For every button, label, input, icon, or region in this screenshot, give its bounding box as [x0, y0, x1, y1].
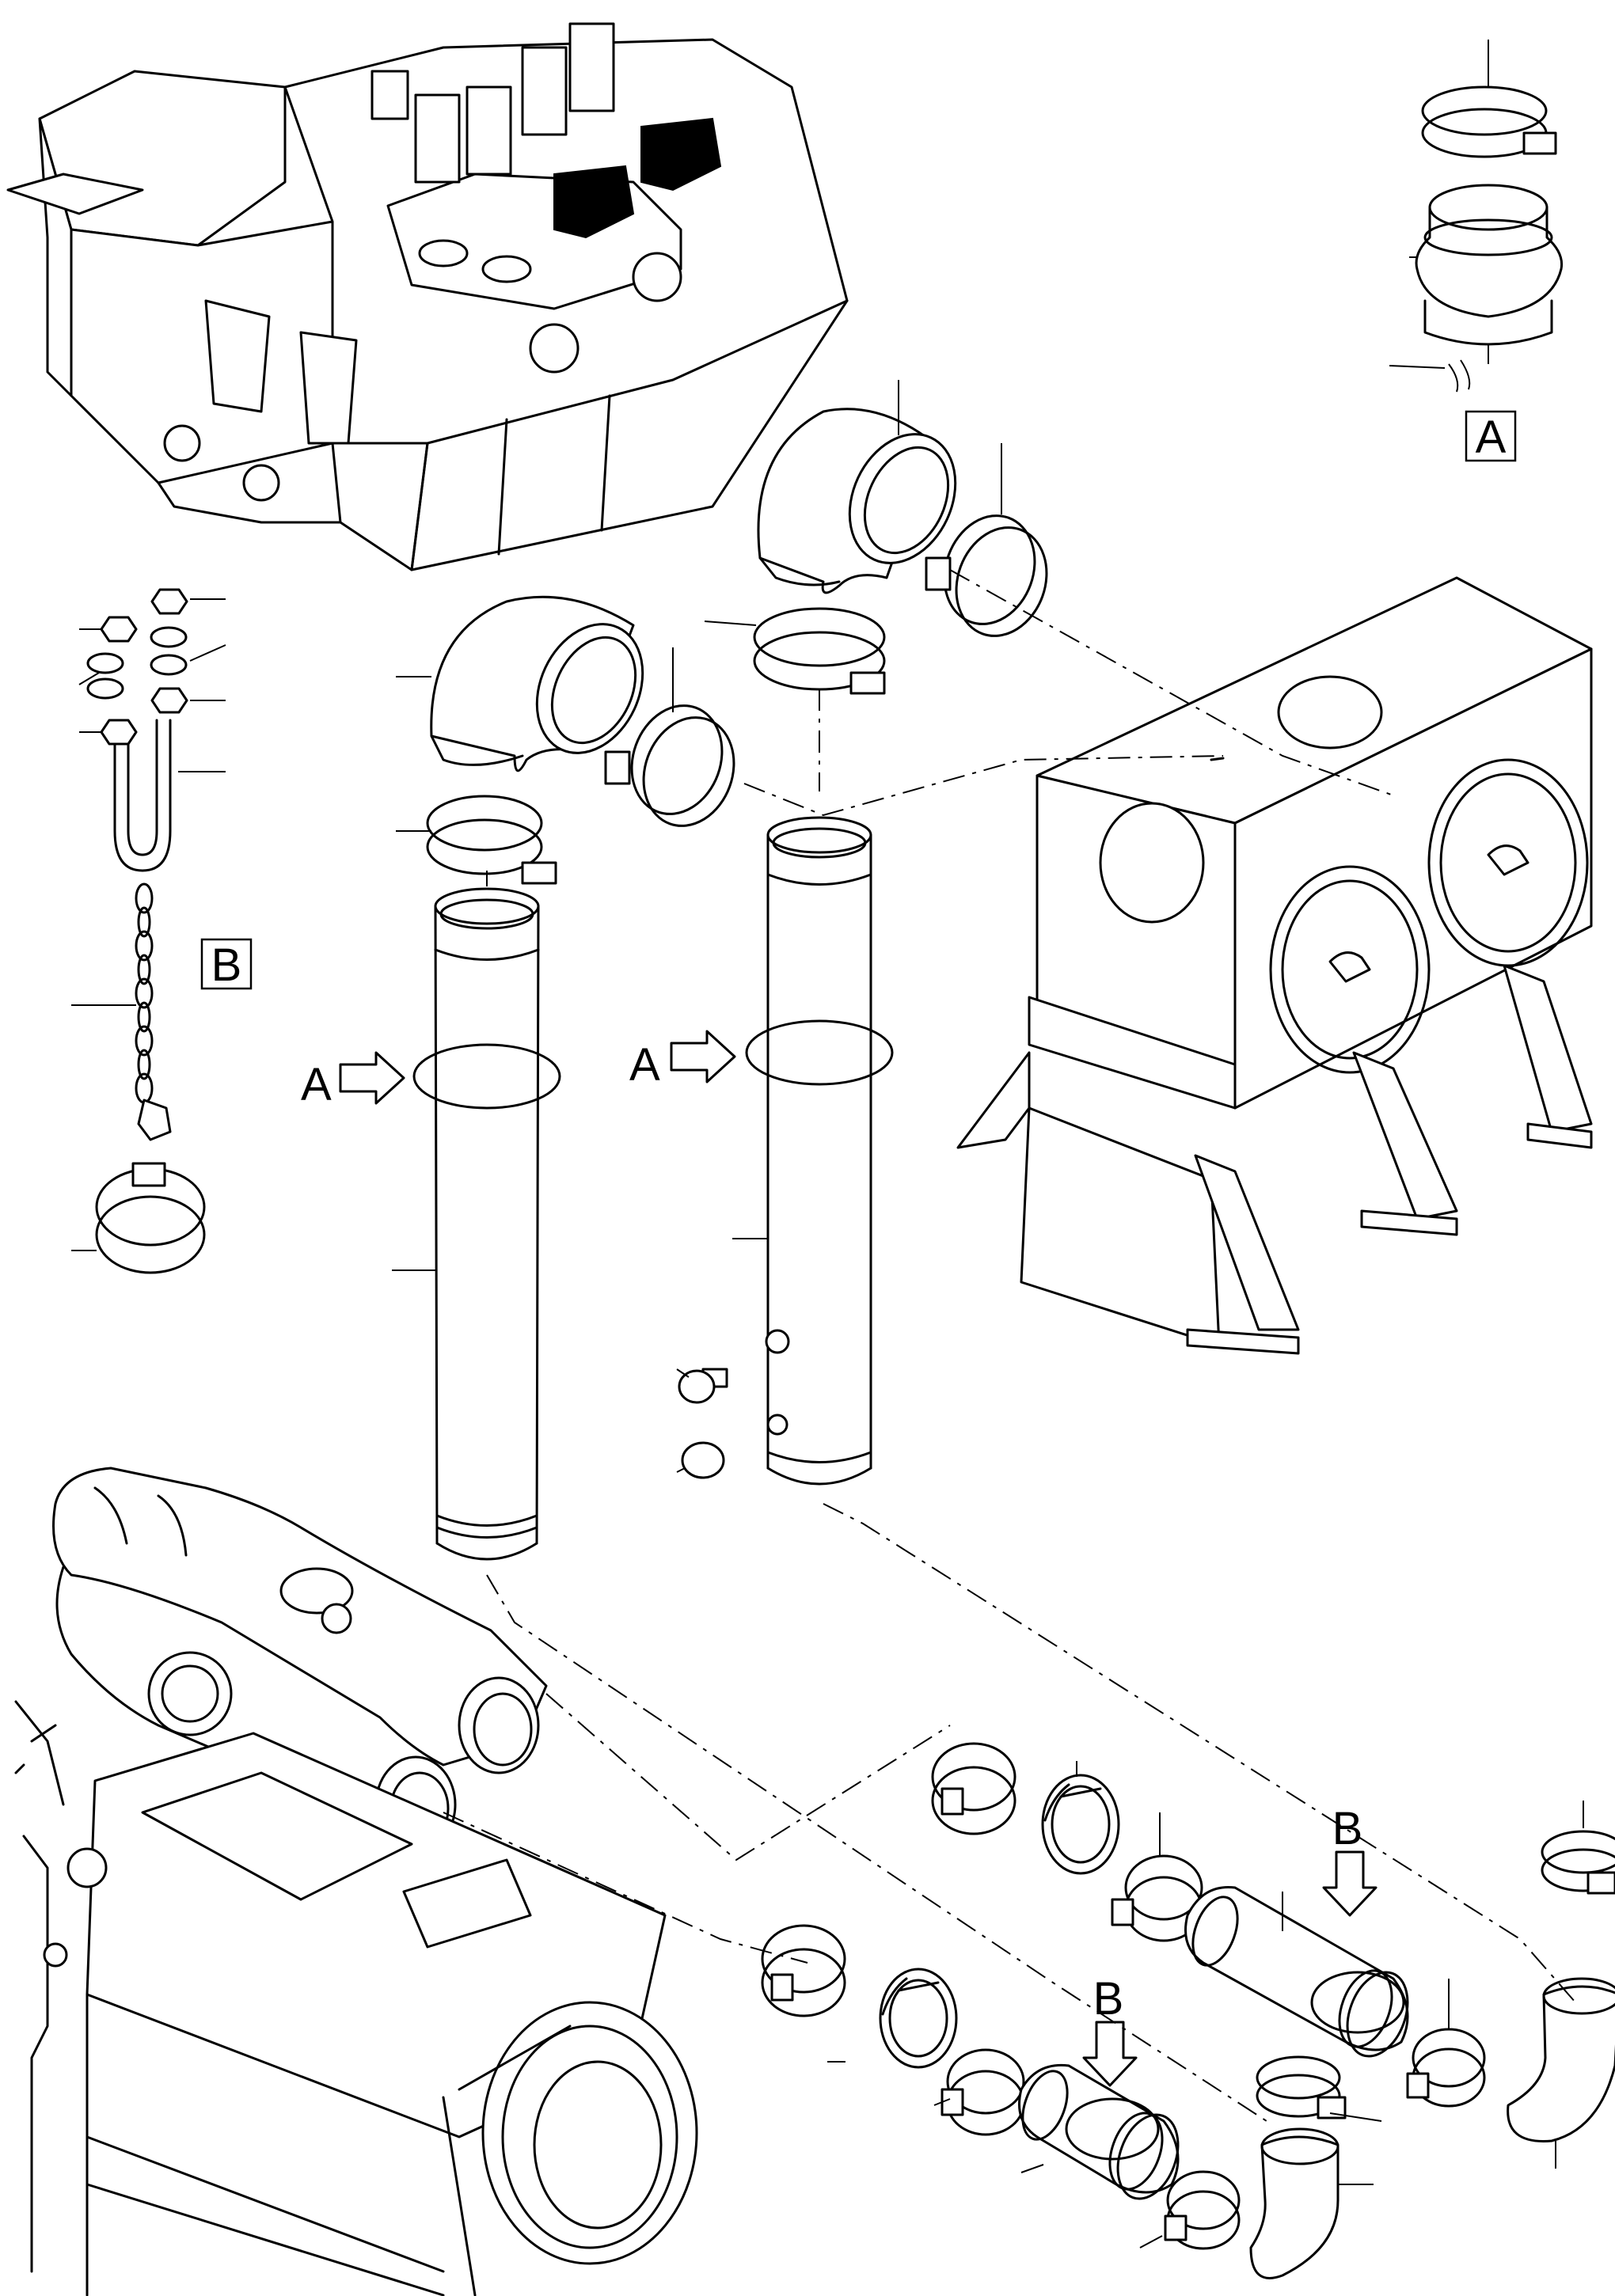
u-bolt [113, 719, 172, 872]
detail-b-hanger-assembly: B [71, 588, 253, 1274]
detail-a-label: A [1476, 412, 1507, 463]
center-exhaust-pipe-assembly: A [629, 380, 1048, 1486]
engine-block [14, 1467, 698, 2296]
detail-a-clamp-coupling: A [1389, 40, 1564, 463]
arrow-a-right-label: A [629, 1039, 660, 1091]
arrow-a-right: A [629, 1030, 736, 1091]
nuts-washers [86, 588, 188, 746]
detail-a-label-box [1465, 410, 1517, 462]
chain [135, 882, 154, 1104]
detail-b-label: B [211, 939, 242, 991]
arrow-b-lower: B [1082, 1973, 1138, 2087]
detail-b-label-box [200, 938, 253, 990]
arrow-a-left-label: A [301, 1059, 332, 1110]
upper-coupling-assembly: B [931, 1742, 1486, 2108]
arrow-b-lower-label: B [1093, 1973, 1124, 2025]
engine-skid-overview [6, 22, 849, 571]
arrow-b-upper-label: B [1332, 1803, 1363, 1854]
lower-coupling-assembly: B [761, 1924, 1241, 2250]
assembly-centerlines [443, 569, 1576, 2122]
silencer-box [956, 576, 1593, 1355]
drain-plug [678, 1368, 728, 1404]
arrow-a-left: A [301, 1051, 405, 1110]
cap-plug [681, 1441, 725, 1479]
arrow-b-upper: B [1322, 1803, 1378, 1917]
outlet-elbows [1249, 1801, 1615, 2279]
left-exhaust-pipe-assembly: A [301, 595, 735, 1561]
